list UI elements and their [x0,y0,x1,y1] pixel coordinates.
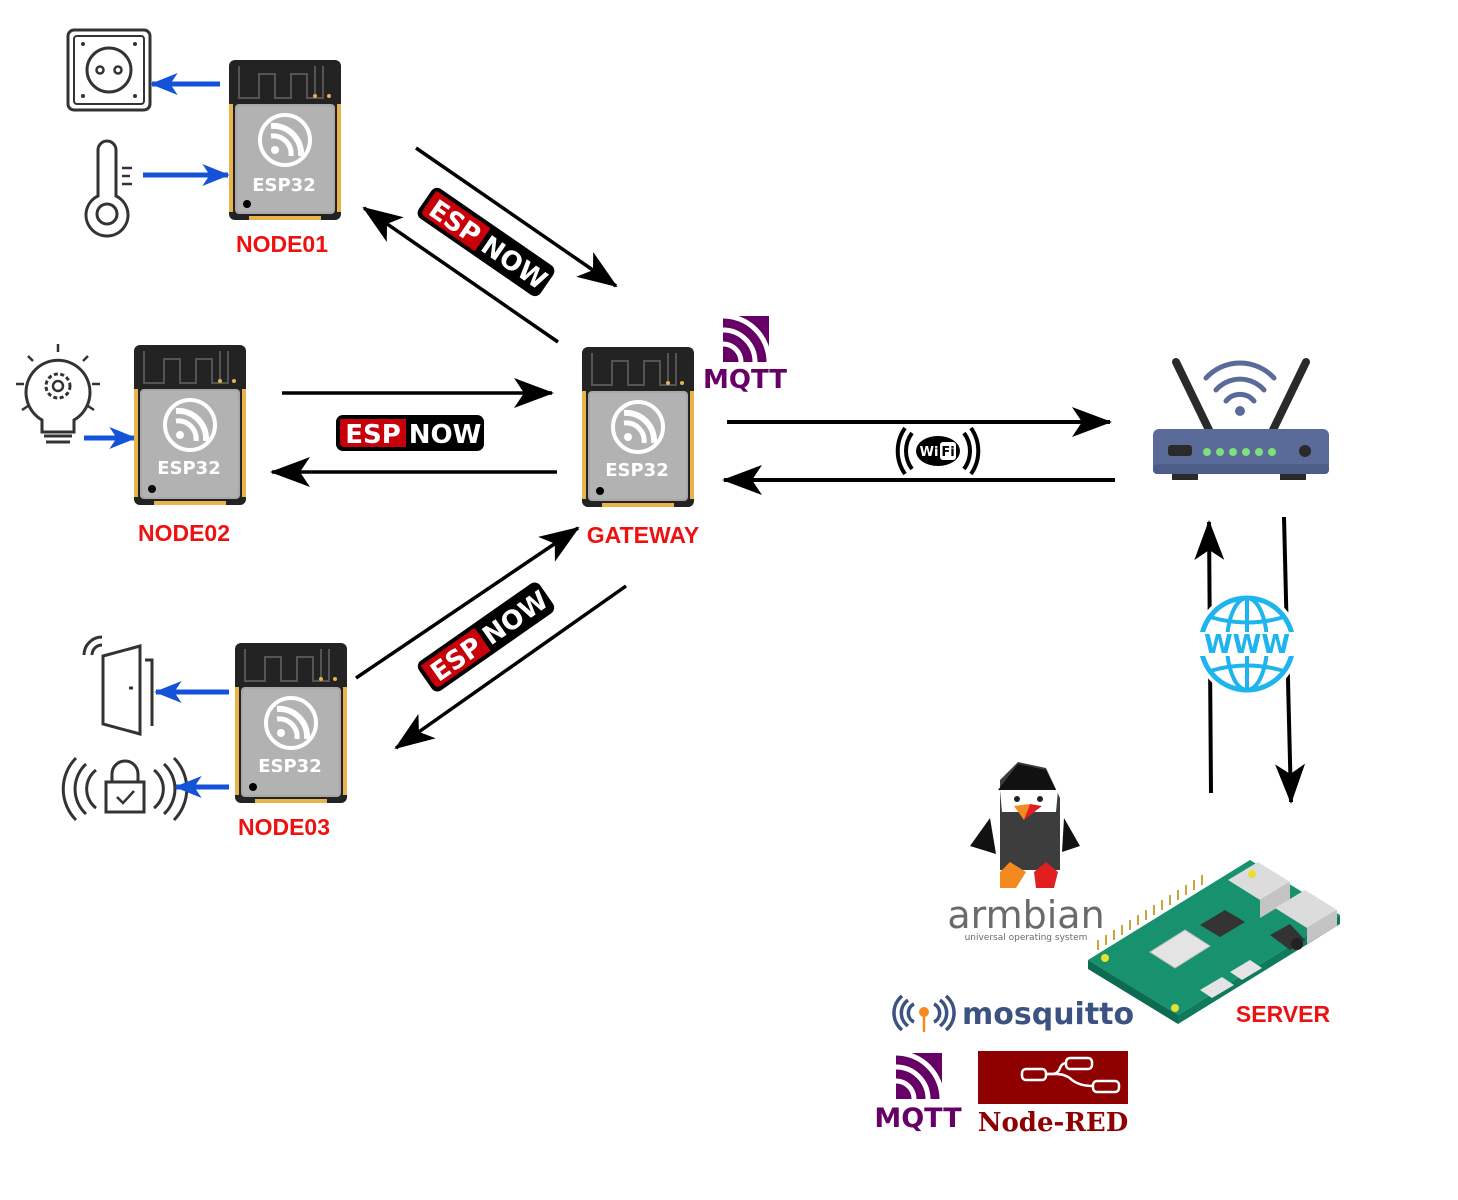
node01-group: ESP32 NODE01 [66,28,341,257]
gateway-label: GATEWAY [587,522,699,548]
server-label: SERVER [1236,1001,1331,1027]
arrow-node01-to-gateway [415,146,618,288]
thermometer-icon [84,139,132,238]
link-router-server: WWW [1194,516,1306,804]
svg-text:ESP: ESP [345,420,401,450]
node02-esp32-chip[interactable]: ESP32 [134,345,246,505]
espnow-badge: ESP NOW [415,579,557,695]
armbian-wordmark: armbian [947,893,1104,937]
node01-label: NODE01 [236,231,328,257]
chip-label: ESP32 [605,460,669,481]
node01-esp32-chip[interactable]: ESP32 [229,60,341,220]
node03-group: ESP32 NODE03 [61,635,347,840]
mqtt-server-label: MQTT [874,1103,962,1134]
espnow-badge: ESP NOW [414,185,558,299]
svg-text:Fi: Fi [941,445,954,460]
link-node02-gateway: ESP NOW [270,378,557,487]
arrow-gateway-to-node03 [394,584,628,750]
gateway-group: ESP32 GATEWAY MQTT [582,316,787,548]
armbian-penguin-logo [970,762,1080,888]
node03-esp32-chip[interactable]: ESP32 [235,643,347,803]
node-red-logo: Node-RED [978,1051,1129,1138]
svg-text:NOW: NOW [409,420,482,450]
router-icon[interactable] [1153,358,1329,480]
node02-label: NODE02 [138,520,230,546]
arrow-gateway-to-node01 [362,206,559,344]
chip-label: ESP32 [258,756,322,777]
mqtt-logo-server: MQTT [874,1053,962,1134]
mqtt-label: MQTT [703,365,787,395]
single-board-computer-icon[interactable] [1088,860,1340,1024]
mosquitto-wordmark: mosquitto [962,997,1134,1032]
mqtt-logo-gateway: MQTT [703,316,787,395]
chip-label: ESP32 [252,175,316,196]
node-red-wordmark: Node-RED [978,1108,1129,1138]
svg-text:WWW: WWW [1204,630,1290,660]
mosquitto-logo: mosquitto [892,994,1134,1032]
door-sensor-icon [82,635,154,736]
chip-label: ESP32 [157,458,221,479]
link-gateway-router: Wi Fi [722,407,1115,495]
www-globe-icon: WWW [1195,592,1299,696]
link-node01-gateway: ESP NOW [362,146,618,344]
smart-lock-icon [61,756,189,822]
svg-text:Wi: Wi [920,445,939,460]
espnow-badge: ESP NOW [336,415,484,451]
smart-bulb-icon [16,344,100,444]
link-node03-gateway: ESP NOW [355,526,628,750]
node03-label: NODE03 [238,814,330,840]
arrow-node03-to-gateway [355,526,580,680]
server-group: armbian universal operating system [874,762,1340,1138]
node02-group: ESP32 NODE02 [16,344,246,546]
wifi-logo: Wi Fi [895,426,981,476]
armbian-tagline: universal operating system [965,933,1088,943]
gateway-esp32-chip[interactable]: ESP32 [582,347,694,507]
power-socket-icon [66,28,152,112]
